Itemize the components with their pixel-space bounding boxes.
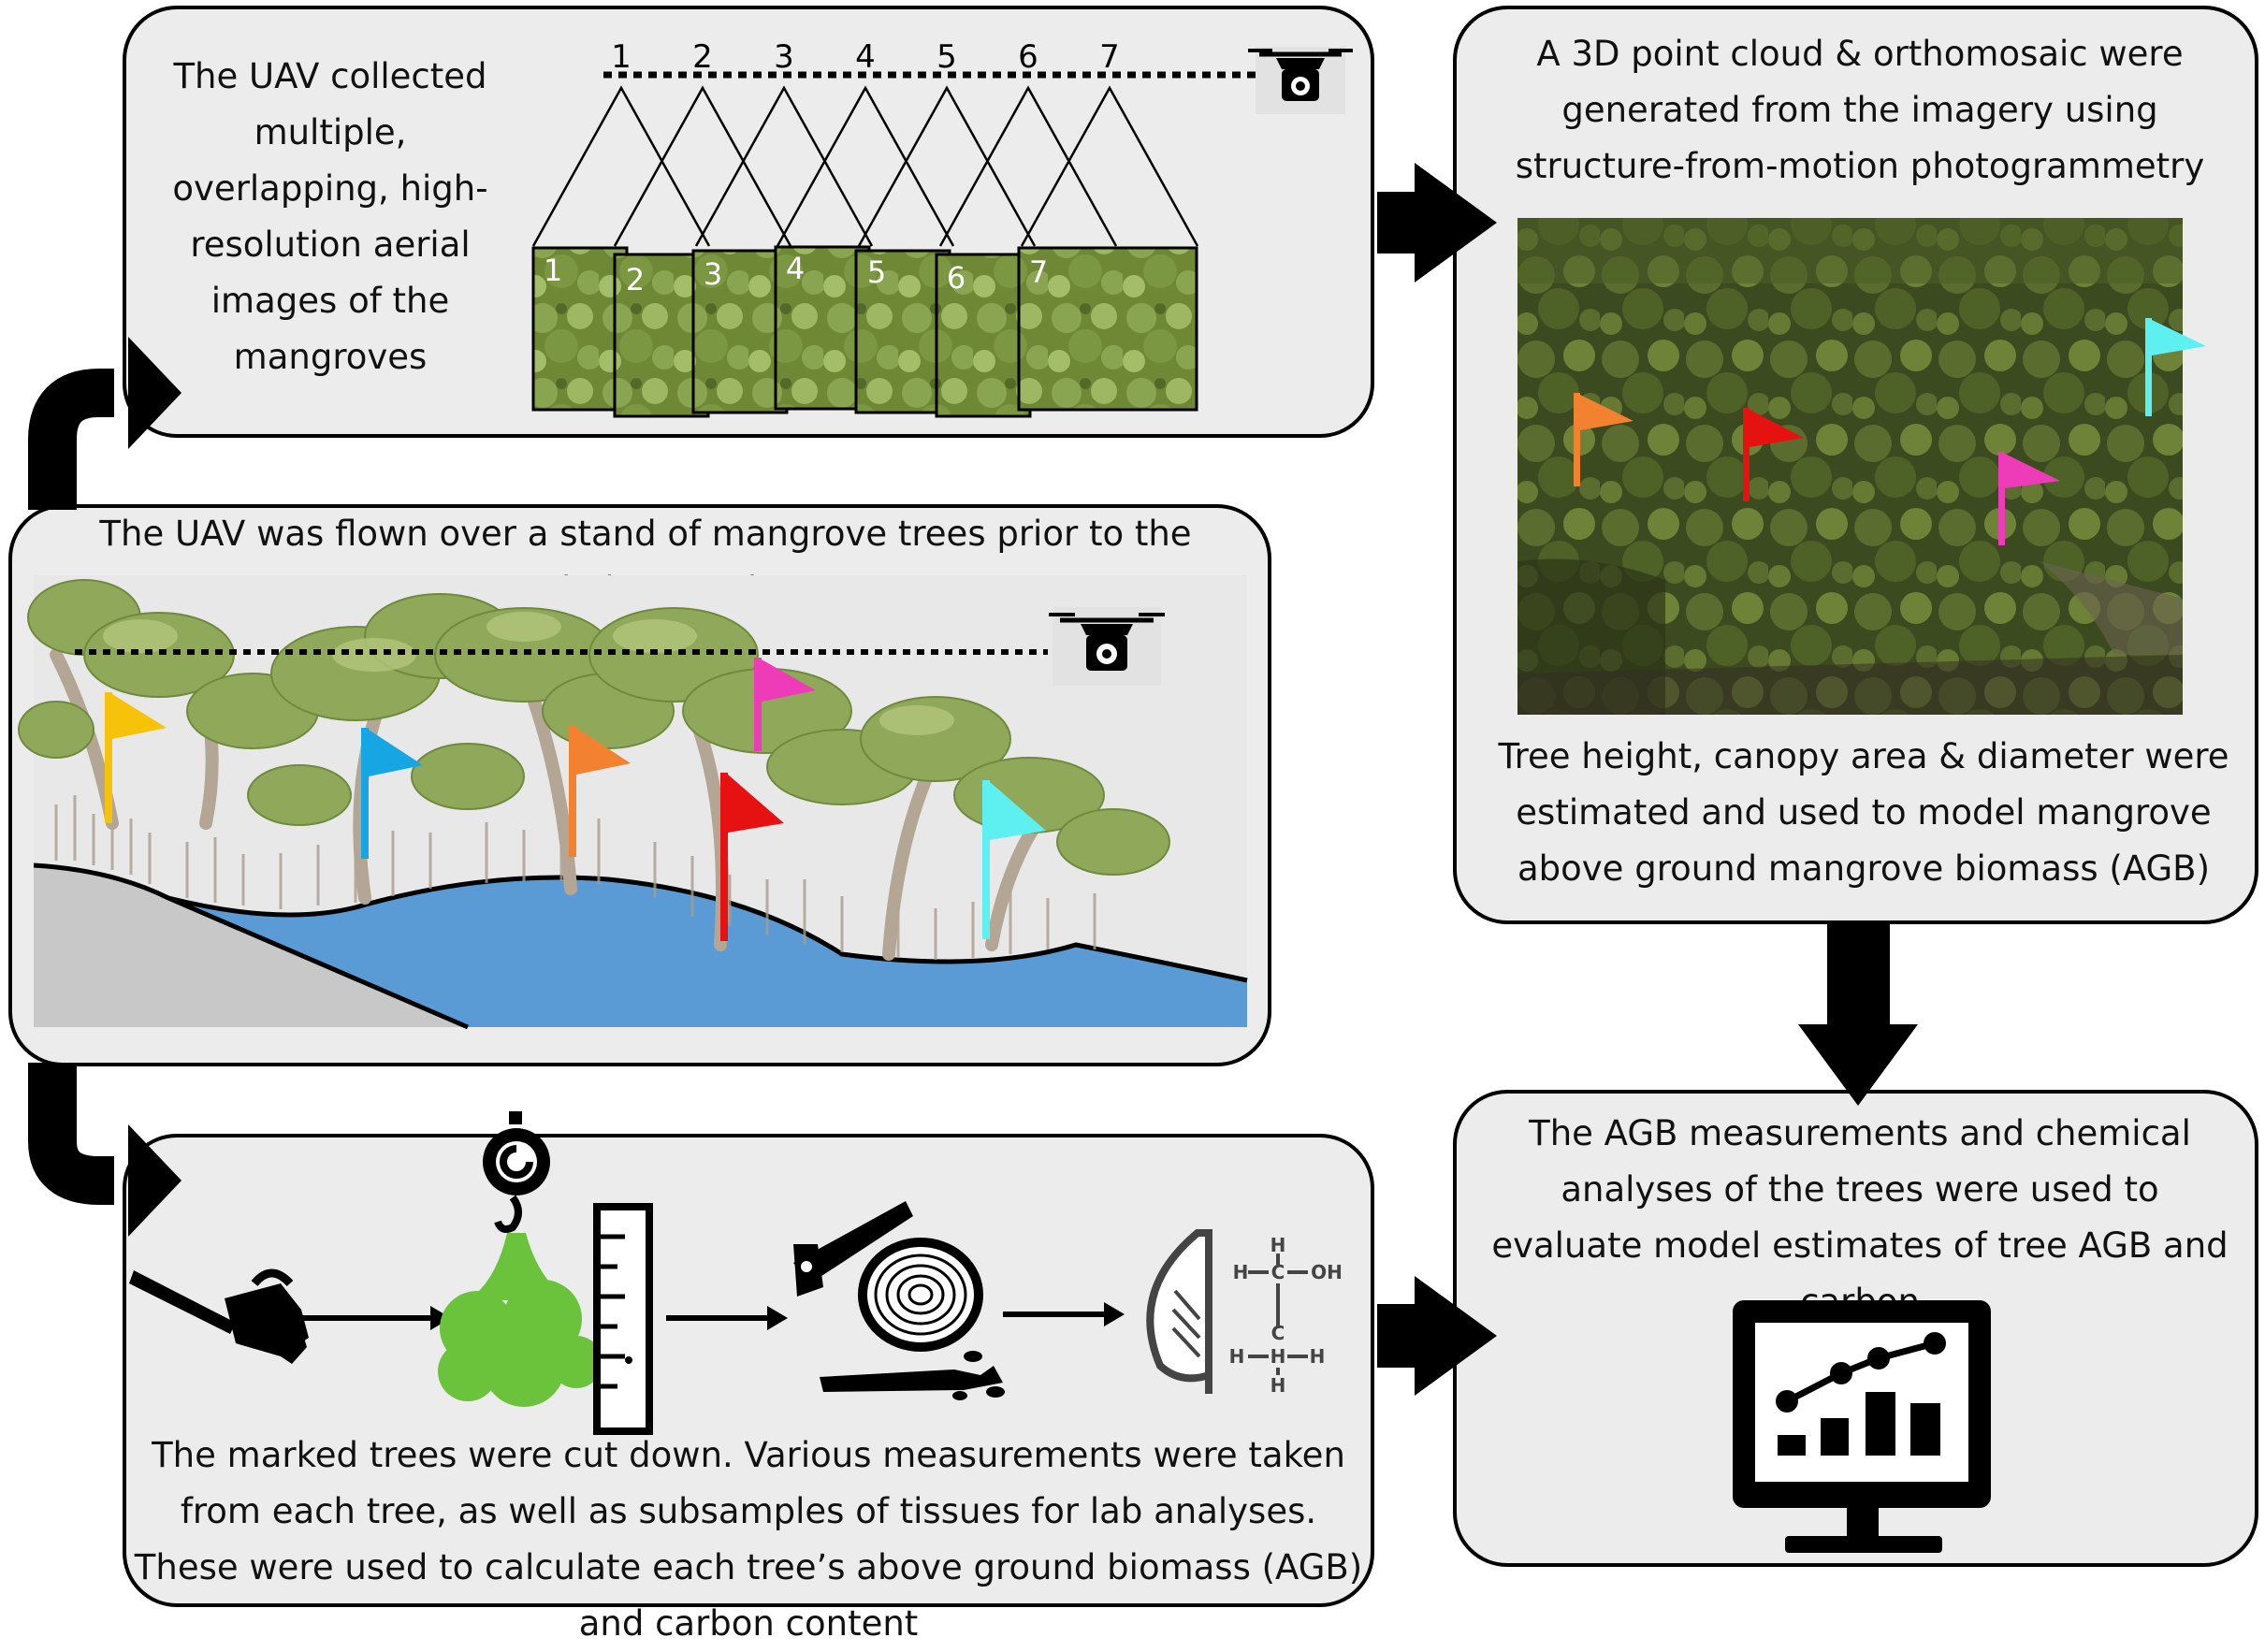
biomass-bag-icon	[438, 1233, 603, 1407]
drone-icon	[1248, 47, 1353, 114]
collect-text: The UAV collected multiple, overlapping,…	[172, 56, 488, 377]
saw-icon	[793, 1201, 913, 1297]
chainsaw-icon	[129, 1268, 309, 1364]
scale-icon	[483, 1111, 550, 1233]
footprint-number: 5	[936, 38, 957, 76]
pointcloud-text-top: A 3D point cloud & orthomosaic were gene…	[1515, 34, 2205, 186]
image-number: 5	[867, 254, 886, 290]
branch-sample-icon	[820, 1351, 1005, 1400]
pointcloud-text-bottom: Tree height, canopy area & diameter were…	[1498, 736, 2229, 889]
footprint-number: 4	[855, 38, 876, 76]
overlapping-aerial-images	[531, 245, 1198, 418]
measuring-ruler-icon	[593, 1203, 653, 1435]
flag-fill	[369, 730, 423, 776]
flag-icon	[720, 773, 784, 941]
chem-label: H	[1233, 1261, 1249, 1283]
flag-icon	[982, 780, 1046, 939]
arrow-collect-to-pointcloud	[1377, 163, 1497, 283]
ground-bank	[34, 865, 468, 1027]
chem-label: C	[1271, 1322, 1285, 1344]
chem-label: H	[1270, 1374, 1286, 1397]
water	[168, 877, 1247, 1027]
arrow-harvest-to-evaluate	[1377, 1276, 1497, 1396]
image-footprint-triangles	[531, 85, 1199, 247]
footprint-number: 2	[692, 38, 713, 76]
chem-label: H	[1270, 1345, 1286, 1368]
arrow-pointcloud-to-evaluate	[1798, 924, 1918, 1106]
flag-fill	[112, 694, 167, 739]
flag-icon	[2145, 318, 2206, 416]
leaf-chemistry-icon: H H C OH C H H H H	[1146, 1229, 1343, 1397]
tree-marker-flags	[105, 658, 1046, 941]
drone-icon	[1049, 607, 1165, 686]
footprint-number: 6	[1018, 38, 1038, 76]
chem-label: OH	[1311, 1261, 1343, 1283]
image-number: 1	[544, 253, 562, 288]
tree-cross-section-icon	[858, 1238, 983, 1352]
flag-icon	[105, 692, 167, 823]
arrow-to-lab	[1003, 1302, 1125, 1326]
analytics-monitor-icon	[1733, 1300, 1991, 1553]
evaluate-text: The AGB measurements and chemical analys…	[1491, 1113, 2229, 1322]
flag-fill	[990, 782, 1046, 840]
flag-fill	[762, 659, 816, 702]
flag-icon	[1574, 393, 1633, 486]
chem-label: H	[1270, 1234, 1286, 1256]
flag-fill	[728, 775, 784, 833]
image-number: 3	[704, 256, 722, 292]
chem-label: H	[1310, 1345, 1326, 1368]
image-number: 6	[947, 260, 966, 296]
flag-fill	[576, 728, 631, 775]
image-number: 7	[1029, 254, 1048, 290]
footprint-number: 7	[1099, 38, 1120, 76]
footprint-number: 3	[774, 38, 794, 76]
arrow-flight-to-collect	[28, 337, 181, 510]
image-number: 2	[626, 262, 645, 297]
flag-icon	[754, 658, 816, 751]
diagram-graphics: 1 2 3 4 5 6 7 1 2 3 4 5 6 7	[18, 38, 2206, 1553]
chem-label: H	[1229, 1345, 1245, 1368]
flag-icon	[569, 726, 631, 857]
chem-label: C	[1271, 1261, 1285, 1283]
arrow-to-sampling	[666, 1306, 788, 1330]
flag-icon	[1743, 408, 1804, 501]
arrow-to-weighing	[301, 1306, 451, 1330]
arrow-flight-to-harvest	[28, 1063, 181, 1237]
footprint-numbers: 1 2 3 4 5 6 7	[611, 38, 1120, 76]
flag-icon	[361, 728, 423, 859]
image-number: 4	[786, 251, 805, 286]
point-cloud-image	[1517, 218, 2206, 715]
flag-icon	[1998, 452, 2060, 545]
image-numbers: 1 2 3 4 5 6 7	[544, 251, 1048, 297]
footprint-number: 1	[611, 38, 632, 76]
